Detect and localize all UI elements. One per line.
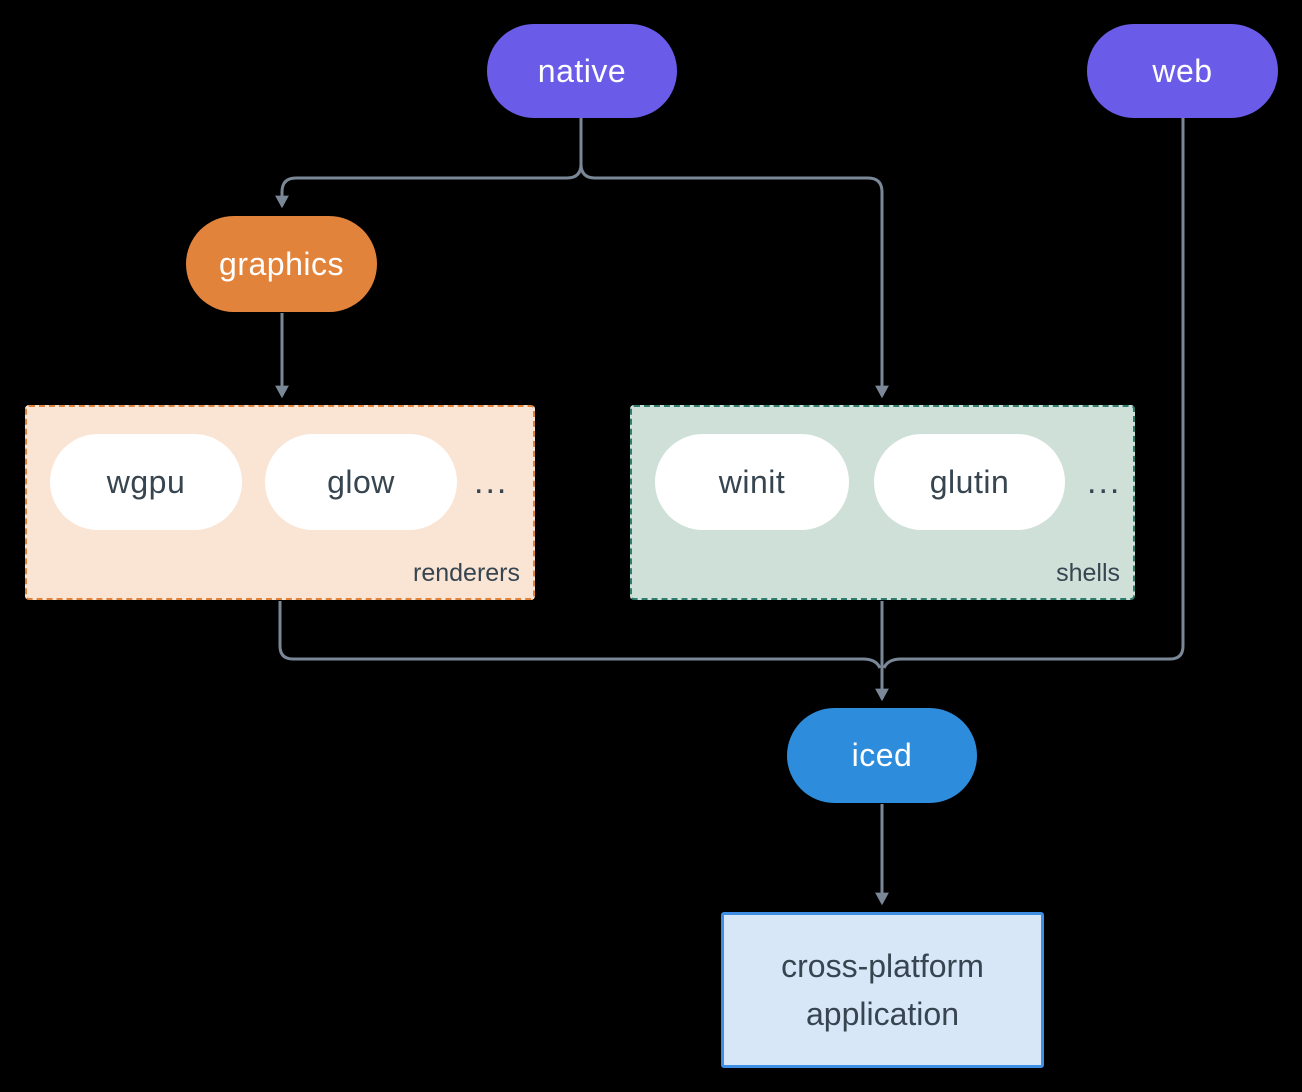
node-winit: winit xyxy=(655,434,849,530)
node-graphics: graphics xyxy=(186,216,377,312)
node-winit-label: winit xyxy=(718,463,786,500)
node-iced-label: iced xyxy=(851,737,913,773)
renderers-more-ellipsis: ... xyxy=(474,462,509,501)
connector-native-to-shells xyxy=(579,118,889,399)
connector-renderers-to-merge xyxy=(278,601,882,669)
group-shells: winit glutin ... shells xyxy=(630,405,1135,600)
node-application: cross-platform application xyxy=(721,912,1044,1068)
node-iced: iced xyxy=(787,708,977,803)
node-wgpu: wgpu xyxy=(50,434,242,530)
group-shells-label: shells xyxy=(1056,559,1120,587)
node-web: web xyxy=(1087,24,1278,118)
node-glutin-label: glutin xyxy=(929,463,1010,500)
group-renderers: wgpu glow ... renderers xyxy=(25,405,535,600)
node-application-label: cross-platform application xyxy=(781,948,984,1032)
connector-web-to-merge xyxy=(882,118,1185,669)
node-native: native xyxy=(487,24,677,118)
group-renderers-label: renderers xyxy=(413,559,520,587)
node-native-label: native xyxy=(537,52,627,89)
node-glow: glow xyxy=(265,434,457,530)
node-glutin: glutin xyxy=(874,434,1065,530)
node-wgpu-label: wgpu xyxy=(106,463,186,500)
node-glow-label: glow xyxy=(327,463,395,500)
shells-more-ellipsis: ... xyxy=(1087,462,1122,501)
connector-native-to-graphics xyxy=(275,118,583,209)
node-web-label: web xyxy=(1152,52,1213,89)
node-graphics-label: graphics xyxy=(219,245,344,282)
